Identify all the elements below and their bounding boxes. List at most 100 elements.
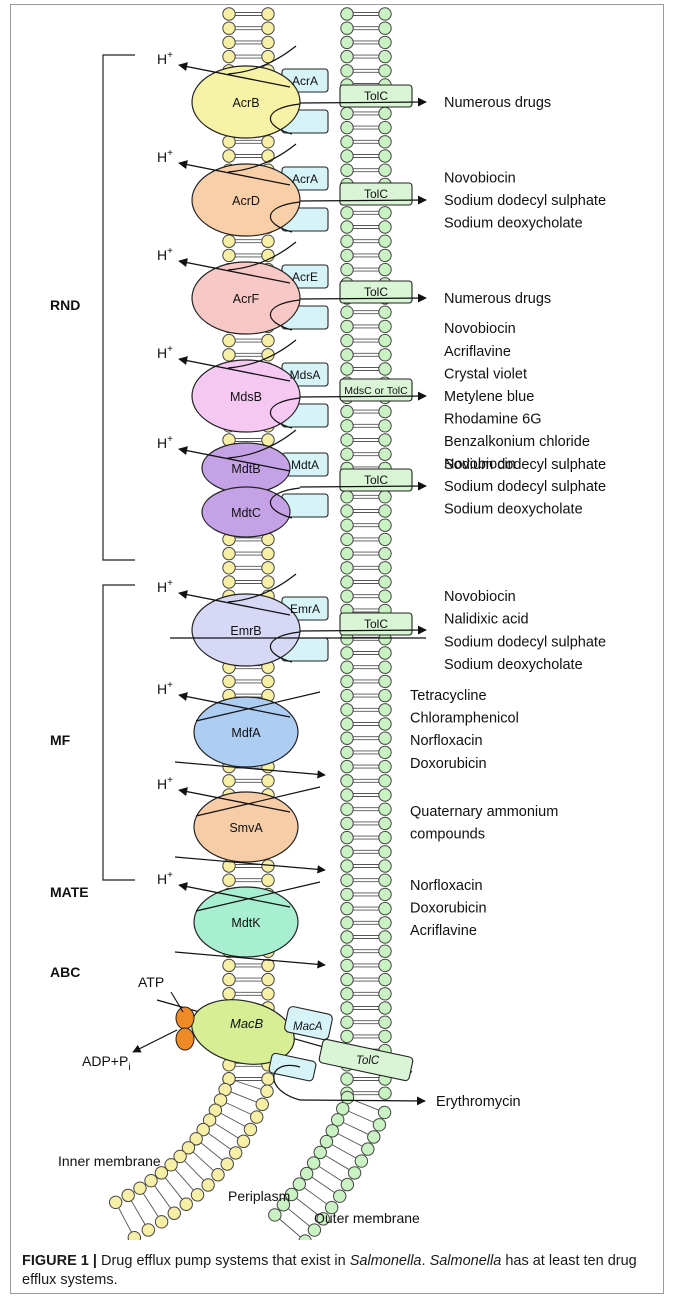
lipid-head	[222, 972, 236, 987]
outer-channel	[339, 468, 413, 492]
lipid-head	[261, 35, 275, 50]
lipid-head	[347, 1166, 362, 1180]
lipid-head	[340, 348, 354, 362]
transporter-label: MdfA	[231, 726, 261, 740]
lipid-head	[255, 1097, 269, 1112]
proton-label: H+	[157, 246, 173, 263]
lipid-head	[292, 1177, 306, 1191]
lipid-head	[378, 206, 392, 220]
transporter-label: AcrF	[233, 292, 260, 306]
lipid-head	[378, 1029, 392, 1044]
adaptor-label: EmrA	[290, 602, 320, 616]
lipid-head	[378, 404, 392, 419]
lipid-head	[127, 1231, 142, 1240]
proton-label: H+	[157, 870, 173, 887]
lipid-head	[378, 7, 392, 21]
substrate-label: Tetracycline	[410, 688, 487, 704]
lipid-head	[340, 1090, 355, 1105]
lipid-head	[222, 575, 236, 589]
lipid-head	[324, 1200, 339, 1215]
proton-arrow	[178, 692, 291, 718]
lipid-head	[378, 1086, 392, 1100]
substrate-label: Nalidixic acid	[444, 612, 529, 628]
lipid-head	[378, 120, 392, 135]
lipid-head	[378, 972, 392, 987]
lipid-head	[340, 120, 354, 135]
lipid-head	[378, 788, 392, 802]
lipid-head	[378, 433, 392, 447]
lipid-head	[340, 64, 354, 78]
substrate-label: Sodium dodecyl sulphate	[444, 479, 606, 495]
tolc-label: TolC	[356, 1055, 380, 1067]
outer-membrane-curve	[268, 1090, 392, 1240]
lipid-head	[222, 958, 236, 973]
lipid-head	[378, 816, 392, 831]
lipid-head	[340, 745, 354, 760]
lipid-head	[354, 1154, 369, 1168]
lipid-head	[378, 802, 392, 816]
tolc-label: TolC	[364, 89, 388, 103]
lipid-head	[378, 362, 392, 376]
lipid-head	[340, 845, 354, 859]
lipid-head	[154, 1166, 169, 1180]
transporter-label: MdtK	[231, 916, 261, 930]
lipid-head	[340, 220, 354, 234]
rnd-bracket	[102, 54, 135, 561]
lipid-head	[378, 774, 392, 788]
lipid-head	[261, 433, 275, 447]
lipid-head	[340, 930, 354, 944]
lipid-head	[340, 717, 354, 731]
lipid-head	[167, 1206, 181, 1220]
lipid-head	[378, 830, 392, 845]
transporter-label: AcrB	[232, 96, 259, 110]
lipid-head	[378, 1001, 392, 1015]
lipid-head	[261, 21, 275, 35]
lipid-head	[378, 1015, 392, 1029]
proton-label: H+	[157, 775, 173, 792]
substrate-label: Sodium dodecyl sulphate	[444, 193, 606, 209]
lipid-head	[340, 958, 354, 973]
figure-caption: FIGURE 1 | Drug efflux pump systems that…	[22, 1252, 652, 1290]
lipid-head	[340, 589, 354, 603]
lipid-head	[340, 561, 354, 575]
lipid-head	[378, 745, 392, 760]
maca-adaptor	[284, 1006, 333, 1041]
lipid-head	[340, 447, 354, 461]
inner-membrane-curve	[108, 1072, 274, 1240]
lipid-head	[378, 262, 392, 277]
proton-arrow	[178, 787, 291, 813]
lipid-head	[378, 987, 392, 1001]
lipid-head	[340, 987, 354, 1001]
lipid-head	[333, 1189, 347, 1203]
adp-label: ADP+Pi	[82, 1053, 131, 1073]
lipid-head	[179, 1197, 193, 1211]
lipid-head	[299, 1166, 314, 1181]
lipid-head	[378, 135, 392, 149]
outer-channel	[339, 378, 413, 402]
lipid-head	[340, 944, 354, 958]
substrate-label: Crystal violet	[444, 366, 527, 382]
lipid-head	[378, 305, 392, 319]
lipid-head	[250, 1110, 264, 1124]
lipid-head	[144, 1173, 158, 1188]
lipid-head	[378, 703, 392, 717]
adaptor-label: AcrA	[292, 172, 318, 186]
lipid-head	[340, 106, 354, 121]
proton-arrow	[178, 882, 291, 908]
substrate-label: Novobiocin	[444, 456, 516, 472]
lipid-head	[202, 1113, 217, 1127]
lipid-head	[261, 135, 275, 149]
transporter-label: MacB	[230, 1016, 264, 1031]
lipid-head	[261, 149, 275, 163]
adaptor-label: MdtA	[291, 458, 319, 472]
lipid-head	[284, 1187, 299, 1202]
atp-label: ATP	[138, 974, 164, 990]
outer-channel	[339, 182, 413, 206]
lipid-head	[340, 859, 354, 873]
substrate-label: Numerous drugs	[444, 291, 551, 307]
transporter-label: MdsB	[230, 390, 262, 404]
transporter-label: MdtC	[231, 506, 261, 520]
lipid-head	[141, 1223, 155, 1237]
lipid-head	[261, 674, 275, 689]
